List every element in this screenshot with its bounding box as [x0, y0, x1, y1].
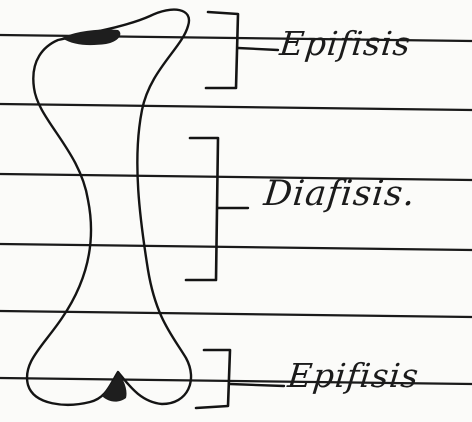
leader-line-bottom [230, 384, 284, 386]
ruled-line [0, 104, 472, 110]
bracket-middle [186, 138, 218, 280]
proximal-shading [62, 29, 120, 45]
label-diaphysis: Diafisis. [262, 174, 418, 214]
label-epiphysis-top: Epifisis [278, 24, 413, 63]
bracket-bottom [196, 350, 230, 408]
label-epiphysis-bottom: Epifisis [286, 356, 421, 395]
leader-line-top [238, 48, 278, 50]
bone-outline [27, 10, 191, 405]
ruled-line [0, 244, 472, 250]
bracket-top [206, 12, 238, 88]
ruled-line [0, 311, 472, 317]
